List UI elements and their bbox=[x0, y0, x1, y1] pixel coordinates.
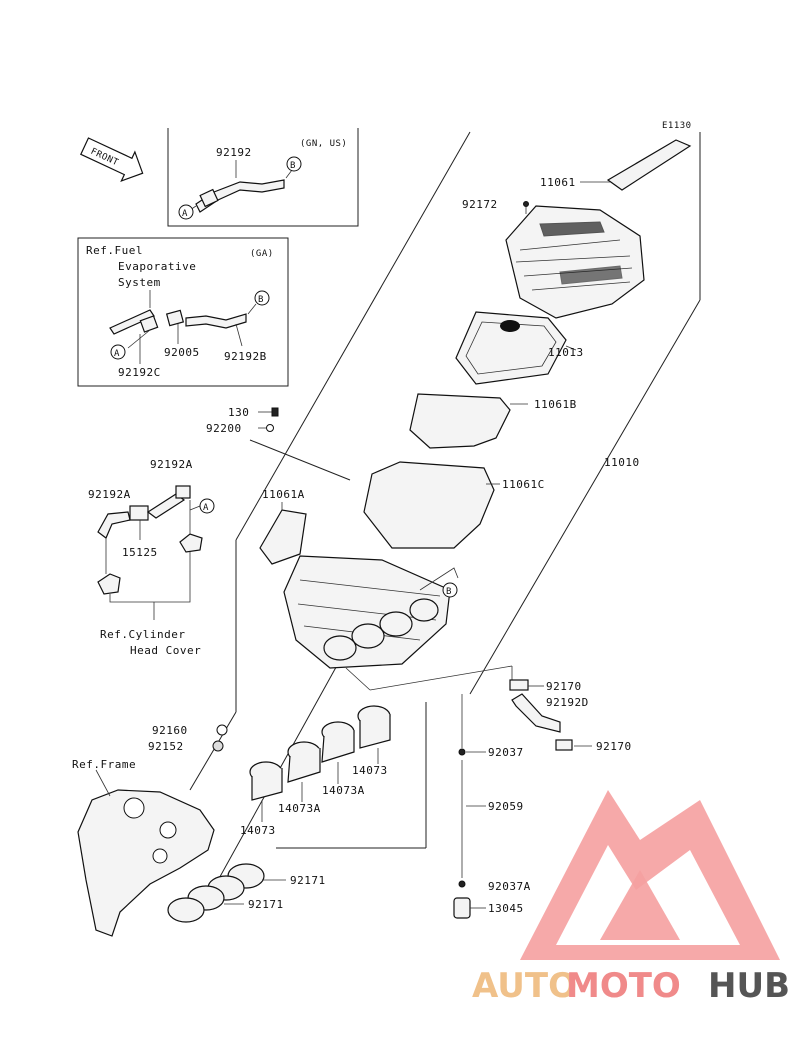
drain-hose bbox=[509, 666, 592, 751]
part-label-15125: 15125 bbox=[122, 546, 158, 559]
part-label-11013: 11013 bbox=[548, 346, 584, 359]
part-label-92037a: 92037A bbox=[488, 880, 531, 893]
part-label-92200: 92200 bbox=[206, 422, 242, 435]
part-label-92059: 92059 bbox=[488, 800, 524, 813]
gasket-11061c bbox=[363, 461, 500, 549]
inset-gn-us: (GN, US) 92192 A B bbox=[167, 128, 359, 227]
watermark-hub: HUB bbox=[708, 966, 790, 1006]
watermark-auto: AUTO bbox=[472, 966, 577, 1006]
inset-top-conn-b: B bbox=[290, 161, 296, 171]
inset-top-region: (GN, US) bbox=[300, 139, 347, 149]
frame-outline bbox=[77, 769, 215, 937]
gasket-11061b bbox=[409, 393, 528, 449]
breather-assembly: A bbox=[97, 485, 215, 620]
drain-tube bbox=[453, 694, 486, 919]
bolt-130 bbox=[258, 407, 279, 432]
part-label-14073-a: 14073 bbox=[352, 764, 388, 777]
part-label-92172: 92172 bbox=[462, 198, 498, 211]
part-label-11061a: 11061A bbox=[262, 488, 305, 501]
ref-cylinder-line1: Ref.Cylinder bbox=[100, 628, 185, 641]
diagram-code: E1130 bbox=[662, 121, 692, 131]
part-label-14073a-a: 14073A bbox=[322, 784, 365, 797]
part-label-92037: 92037 bbox=[488, 746, 524, 759]
housing-conn-b: B bbox=[446, 587, 452, 597]
watermark-moto: MOTO bbox=[566, 966, 681, 1006]
part-label-92170-a: 92170 bbox=[546, 680, 582, 693]
gasket-11061 bbox=[580, 139, 692, 191]
part-label-11010: 11010 bbox=[604, 456, 640, 469]
part-label-92160: 92160 bbox=[152, 724, 188, 737]
part-label-92192b: 92192B bbox=[224, 350, 267, 363]
part-label-92192c: 92192C bbox=[118, 366, 161, 379]
gasket-11061a bbox=[259, 502, 307, 565]
part-label-11061b: 11061B bbox=[534, 398, 577, 411]
inset-ga: Ref.Fuel Evaporative System (GA) A B 920… bbox=[77, 237, 289, 387]
ref-cylinder-line2: Head Cover bbox=[130, 644, 201, 657]
part-label-92152: 92152 bbox=[148, 740, 184, 753]
clamps-92171 bbox=[167, 863, 286, 923]
intake-ducts bbox=[249, 705, 391, 822]
ref-frame: Ref.Frame bbox=[72, 758, 136, 771]
ref-fuel-line2: Evaporative bbox=[118, 260, 196, 273]
inset-ga-conn-a: A bbox=[114, 349, 120, 359]
part-label-92170-b: 92170 bbox=[596, 740, 632, 753]
automotohub-logo: AUTO MOTO HUB bbox=[472, 790, 790, 1006]
part-label-92171-a: 92171 bbox=[290, 874, 326, 887]
air-cleaner-housing: B bbox=[283, 555, 513, 691]
ref-fuel-line3: System bbox=[118, 276, 161, 289]
part-label-92005: 92005 bbox=[164, 346, 200, 359]
ref-fuel-line1: Ref.Fuel bbox=[86, 244, 143, 257]
air-filter-element bbox=[455, 311, 577, 385]
part-label-11061: 11061 bbox=[540, 176, 576, 189]
part-label-92192a-top: 92192A bbox=[150, 458, 193, 471]
air-cleaner-cover bbox=[505, 201, 645, 319]
part-label-14073a-b: 14073A bbox=[278, 802, 321, 815]
part-label-11061c: 11061C bbox=[502, 478, 545, 491]
breather-conn-a: A bbox=[203, 503, 209, 513]
part-label-92192d: 92192D bbox=[546, 696, 589, 709]
grommet-parts bbox=[212, 724, 228, 752]
inset-ga-region: (GA) bbox=[250, 249, 274, 259]
part-label-13045: 13045 bbox=[488, 902, 524, 915]
part-label-92192a: 92192A bbox=[88, 488, 131, 501]
part-label-130: 130 bbox=[228, 406, 249, 419]
part-label-92192-inset: 92192 bbox=[216, 146, 252, 159]
part-label-92171-b: 92171 bbox=[248, 898, 284, 911]
inset-top-conn-a: A bbox=[182, 209, 188, 219]
front-arrow-icon: FRONT bbox=[80, 137, 144, 183]
part-label-14073-b: 14073 bbox=[240, 824, 276, 837]
inset-ga-conn-b: B bbox=[258, 295, 264, 305]
